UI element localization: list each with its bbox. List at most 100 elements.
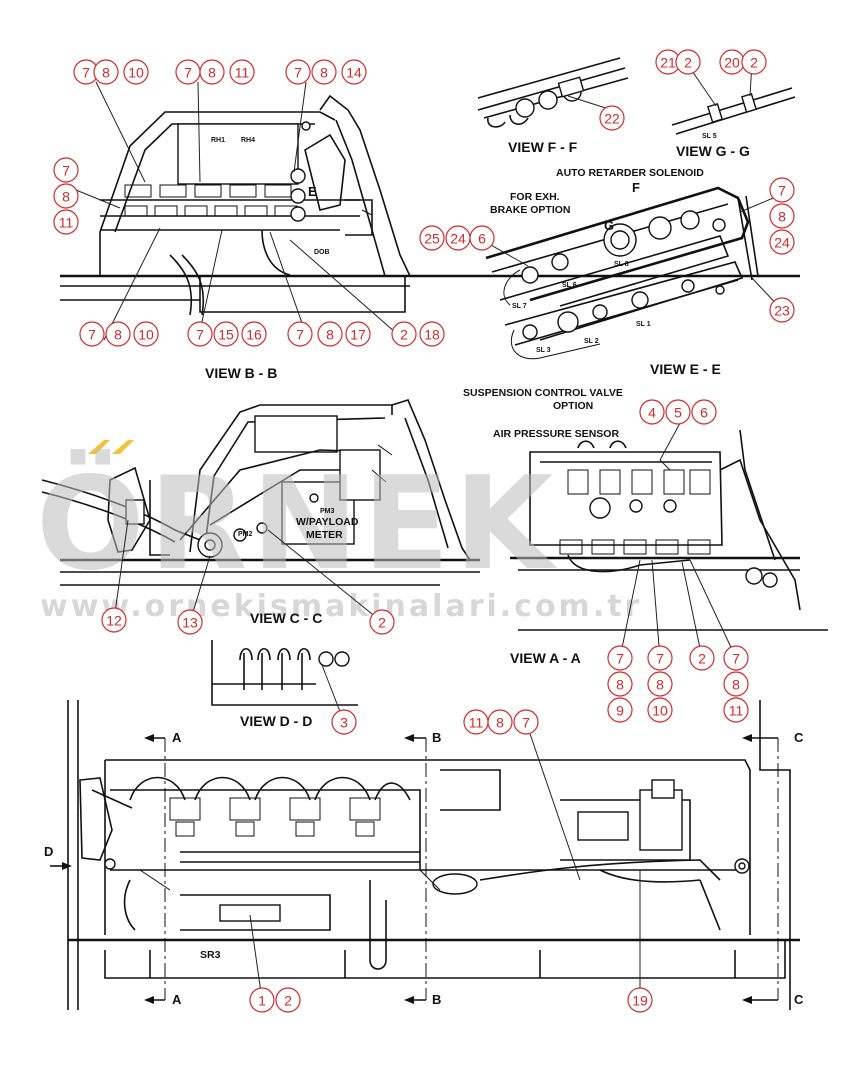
callout-number: 5 [674,405,682,421]
sl8-label: SL 8 [614,261,629,268]
watermark-url: www.ornekismakinalari.com.tr [40,589,642,624]
part-callout: 14 [341,59,367,85]
callout-bubble [607,645,633,671]
exh-brake-note-line2: BRAKE OPTION [490,204,571,216]
callout-number: 7 [184,65,192,81]
callout-number: 7 [294,65,302,81]
part-callout: 24 [769,229,795,255]
watermark-accent-mark [88,440,134,454]
view-b-b-drawing [60,94,800,316]
callout-bubble [287,321,313,347]
callout-bubble [769,177,795,203]
callout-bubble [723,697,749,723]
callout-bubble [331,709,357,735]
part-callout: 8 [311,59,337,85]
part-callout: 7 [79,321,105,347]
callout-bubble [469,225,495,251]
callout-bubble [369,609,395,635]
exh-brake-note-line1: FOR EXH. [510,191,560,203]
callout-bubble [647,645,673,671]
callout-number: 15 [218,327,234,343]
callout-number: 8 [778,209,786,225]
part-callout: 8 [723,671,749,697]
part-callout: 8 [199,59,225,85]
main-assembly-drawing [67,700,800,1010]
sl2-label: SL 2 [584,338,599,345]
callout-number: 6 [700,405,708,421]
callout-bubble [123,59,149,85]
callout-number: 9 [616,703,624,719]
part-callout: 8 [93,59,119,85]
callout-number: 11 [59,215,74,231]
callout-bubble [391,321,417,347]
part-callout: 7 [175,59,201,85]
section-c-bottom: C [794,992,804,1007]
callout-bubble [199,59,225,85]
part-callout: 7 [723,645,749,671]
callout-bubble [177,609,203,635]
callout-number: 8 [102,65,110,81]
callout-number: 6 [478,231,486,247]
callout-bubble [341,59,367,85]
callout-bubble [647,697,673,723]
callout-number: 24 [450,231,466,247]
part-callout: 3 [331,709,357,735]
pm2-label: PM2 [238,531,253,538]
callout-number: 7 [778,183,786,199]
callout-bubble [187,321,213,347]
callout-bubble [769,297,795,323]
dob-label: DOB [314,249,330,256]
part-callout: 12 [101,607,127,633]
callout-number: 7 [522,715,530,731]
section-a-bottom: A [172,992,182,1007]
callout-number: 7 [62,163,70,179]
callout-bubble [639,399,665,425]
part-callout: 23 [769,297,795,323]
part-callout: 5 [665,399,691,425]
callout-number: 10 [128,65,144,81]
part-callout: 7 [769,177,795,203]
part-callout: 2 [391,321,417,347]
callout-number: 8 [616,677,624,693]
callout-number: 8 [656,677,664,693]
part-callout: 6 [469,225,495,251]
view-g-g-title: VIEW G - G [676,143,750,159]
callout-bubble [741,49,767,75]
view-a-a-drawing [510,429,828,631]
sl6-label: SL 6 [562,282,577,289]
part-callout: 15 [213,321,239,347]
suspension-note-line1: SUSPENSION CONTROL VALVE [463,387,623,399]
air-pressure-sensor-note: AIR PRESSURE SENSOR [493,428,619,440]
callout-number: 24 [774,235,790,251]
callout-number: 2 [400,327,408,343]
callout-bubble [665,399,691,425]
callout-number: 8 [326,327,334,343]
callout-number: 7 [88,327,96,343]
part-callout: 24 [445,225,471,251]
watermark-brand: ÖRNEK [36,449,558,599]
sr3-label: SR3 [200,949,221,961]
callout-number: 7 [296,327,304,343]
view-b-b-title: VIEW B - B [205,365,277,381]
part-callout: 2 [275,987,301,1013]
callout-bubble [213,321,239,347]
sl1-label: SL 1 [636,321,651,328]
section-d-marker: D [44,844,53,859]
callout-bubble [53,183,79,209]
view-f-f-drawing [477,57,629,128]
callout-number: 8 [320,65,328,81]
part-callout: 7 [607,645,633,671]
callout-number: 7 [196,327,204,343]
rh1-label: RH1 [211,137,225,144]
view-a-a-title: VIEW A - A [510,650,581,666]
callout-number: 8 [62,189,70,205]
view-e-e-drawing [485,186,759,360]
callout-bubble [599,105,625,131]
text-labels: VIEW B - B VIEW C - C VIEW D - D VIEW A … [44,133,804,1007]
callout-bubble [419,225,445,251]
view-d-d-drawing [211,640,358,706]
part-callout: 8 [769,203,795,229]
callout-bubble [275,987,301,1013]
part-callout: 2 [689,645,715,671]
